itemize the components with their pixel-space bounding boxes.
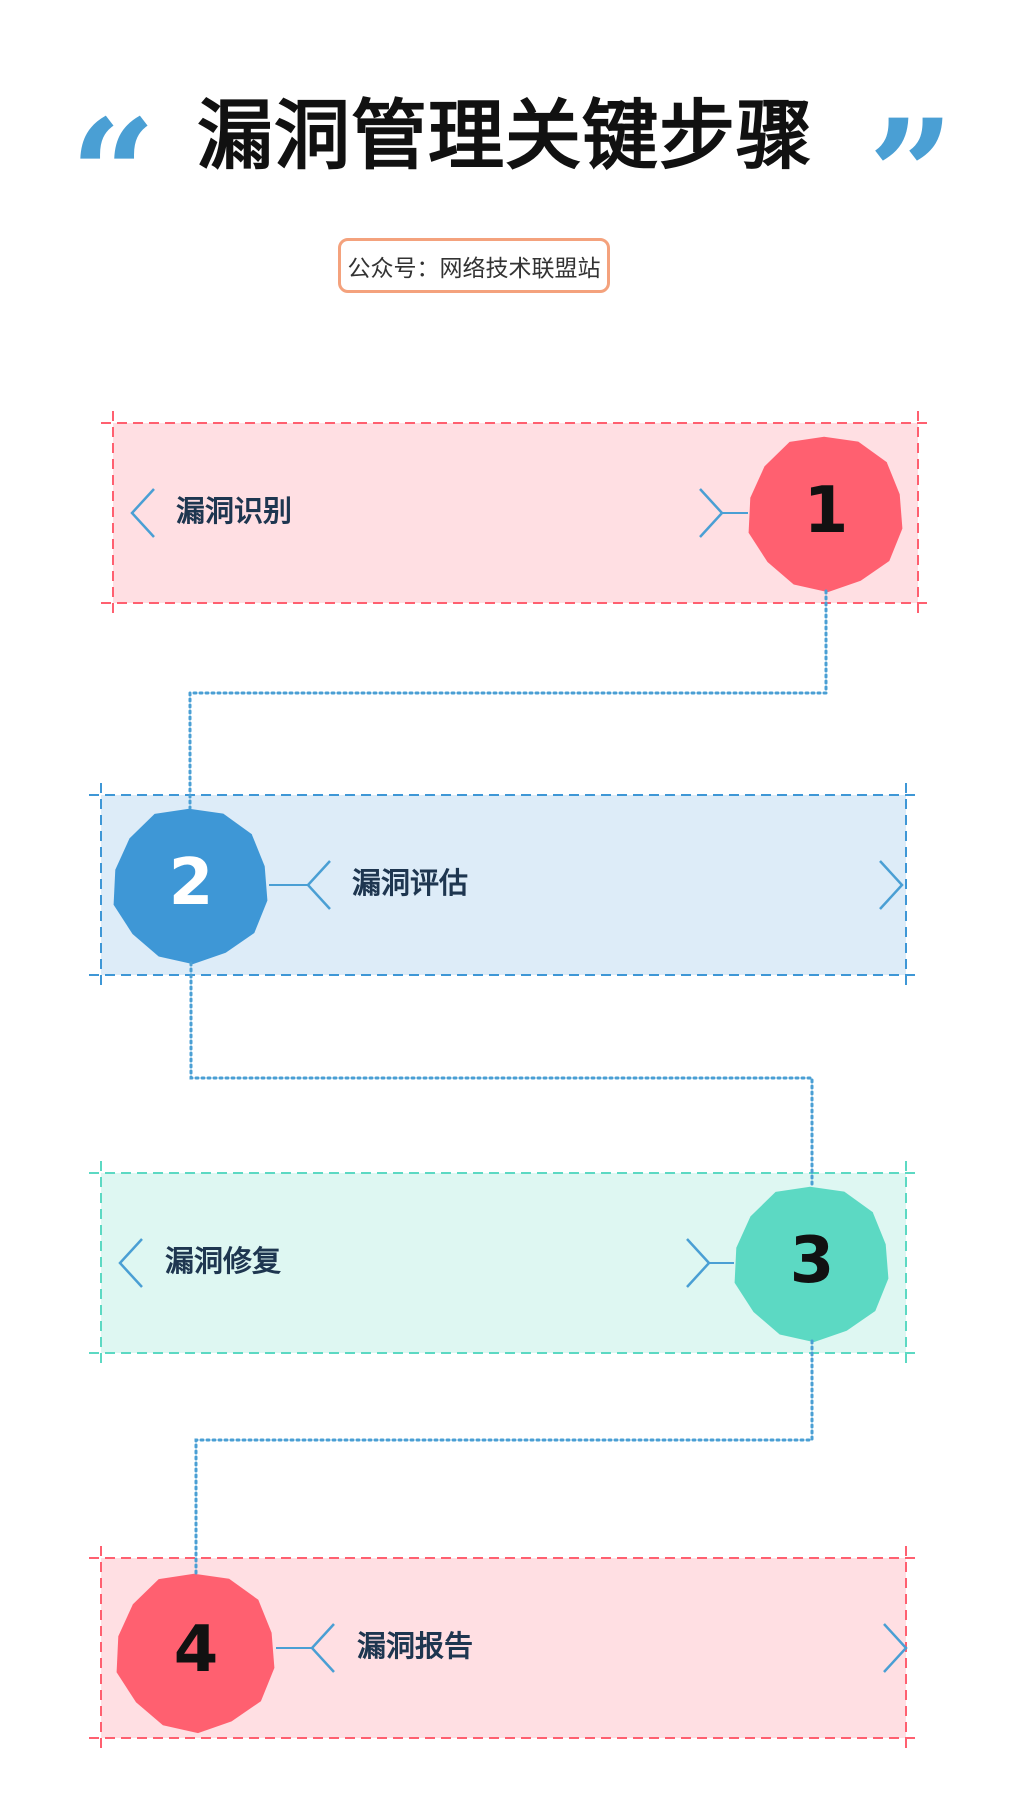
page-title: 漏洞管理关键步骤 [197,91,813,180]
step-label: 漏洞修复 [165,1244,282,1278]
step-number: 2 [168,846,214,920]
step-connector-2 [189,961,814,1188]
step-4 [89,1546,918,1750]
step-number: 1 [803,474,849,548]
step-label: 漏洞识别 [176,494,293,528]
step-number: 4 [173,1613,219,1687]
step-number-circle [748,436,903,593]
step-label: 漏洞报告 [357,1629,474,1663]
step-2 [89,783,918,987]
chevron-left-icon [130,488,155,538]
subtitle-badge: 公众号：网络技术联盟站 [338,238,610,293]
chevron-left-icon [118,1238,143,1288]
step-number-circle [734,1186,889,1343]
chevron-right-icon [883,1623,908,1673]
step-label: 漏洞评估 [352,866,469,900]
step-number-circle [116,1573,275,1734]
step-connector-1 [188,589,828,810]
step-3 [89,1161,918,1365]
step-number-circle [113,808,268,965]
step-1 [101,411,930,615]
step-number: 3 [789,1224,835,1298]
chevron-right-icon [879,860,904,910]
step-connector-3 [194,1339,814,1575]
